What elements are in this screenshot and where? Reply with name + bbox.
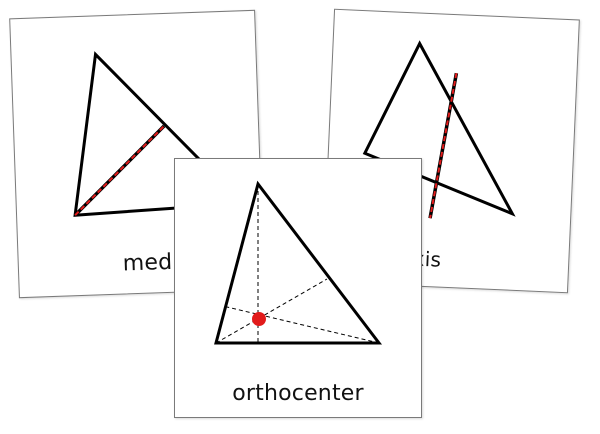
altitude-line bbox=[226, 306, 380, 344]
orthocenter-card: orthocenter bbox=[174, 158, 422, 418]
axis-triangle-diagram bbox=[362, 40, 516, 219]
axis-card: axis bbox=[322, 8, 580, 294]
axis-line-highlight bbox=[429, 72, 458, 219]
altitude-line bbox=[215, 278, 328, 344]
median-card: medi bbox=[9, 9, 265, 299]
median-line-highlight bbox=[74, 125, 165, 216]
triangle-outline bbox=[214, 180, 383, 345]
median-triangle-diagram bbox=[73, 51, 247, 217]
card-label-median: medi bbox=[122, 249, 180, 277]
median-line bbox=[73, 124, 166, 217]
card-label-orthocenter: orthocenter bbox=[232, 381, 364, 406]
orthocenter-triangle-diagram bbox=[214, 180, 383, 345]
orthocenter-point bbox=[252, 312, 266, 326]
triangle-outline bbox=[73, 51, 247, 217]
triangle-outline bbox=[362, 40, 516, 217]
